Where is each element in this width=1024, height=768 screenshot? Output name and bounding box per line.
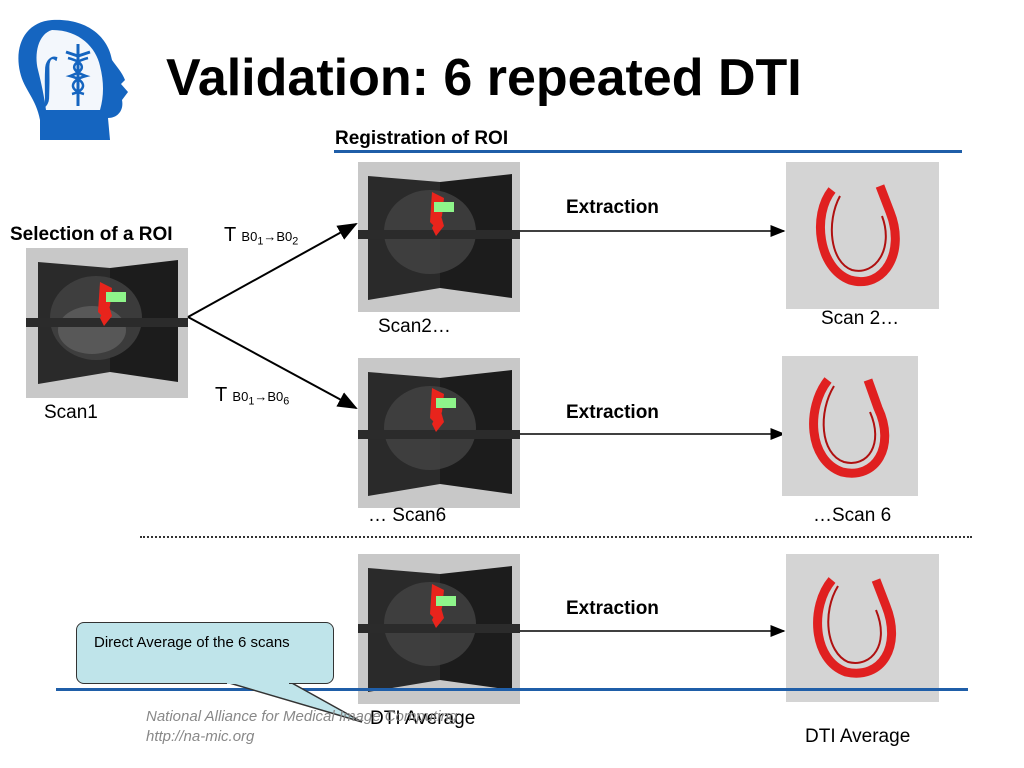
top-divider — [334, 150, 962, 153]
arrow-to-scan6 — [187, 316, 358, 409]
callout-text: Direct Average of the 6 scans — [94, 634, 290, 651]
transform-label-b06: T B01→B06 — [215, 384, 290, 408]
dotted-separator — [140, 536, 972, 538]
arrow-to-scan2 — [187, 223, 358, 318]
section-subtitle: Registration of ROI — [335, 128, 509, 149]
extraction-label-2: Extraction — [566, 402, 659, 423]
result-label-scan6: …Scan 6 — [813, 505, 892, 526]
svg-text:∫: ∫ — [37, 47, 58, 110]
callout-box — [76, 622, 334, 684]
dti-average-scan-label: DTI Average — [370, 708, 476, 729]
bottom-divider — [56, 688, 968, 691]
scan2-label: Scan2… — [378, 316, 451, 337]
scan6-label: … Scan6 — [368, 505, 447, 526]
scan1-label: Scan1 — [44, 402, 98, 423]
footer-url: http://na-mic.org — [146, 728, 255, 745]
selection-roi-label: Selection of a ROI — [10, 224, 173, 245]
footer-org: National Alliance for Medical Image Comp… — [146, 708, 458, 725]
transform-label-b02: T B01→B02 — [224, 224, 299, 248]
result-label-dti-average: DTI Average — [805, 726, 911, 747]
result-label-scan2: Scan 2… — [821, 308, 900, 329]
extraction-label-1: Extraction — [566, 197, 659, 218]
page-title: Validation: 6 repeated DTI — [166, 49, 802, 107]
extraction-label-3: Extraction — [566, 598, 659, 619]
